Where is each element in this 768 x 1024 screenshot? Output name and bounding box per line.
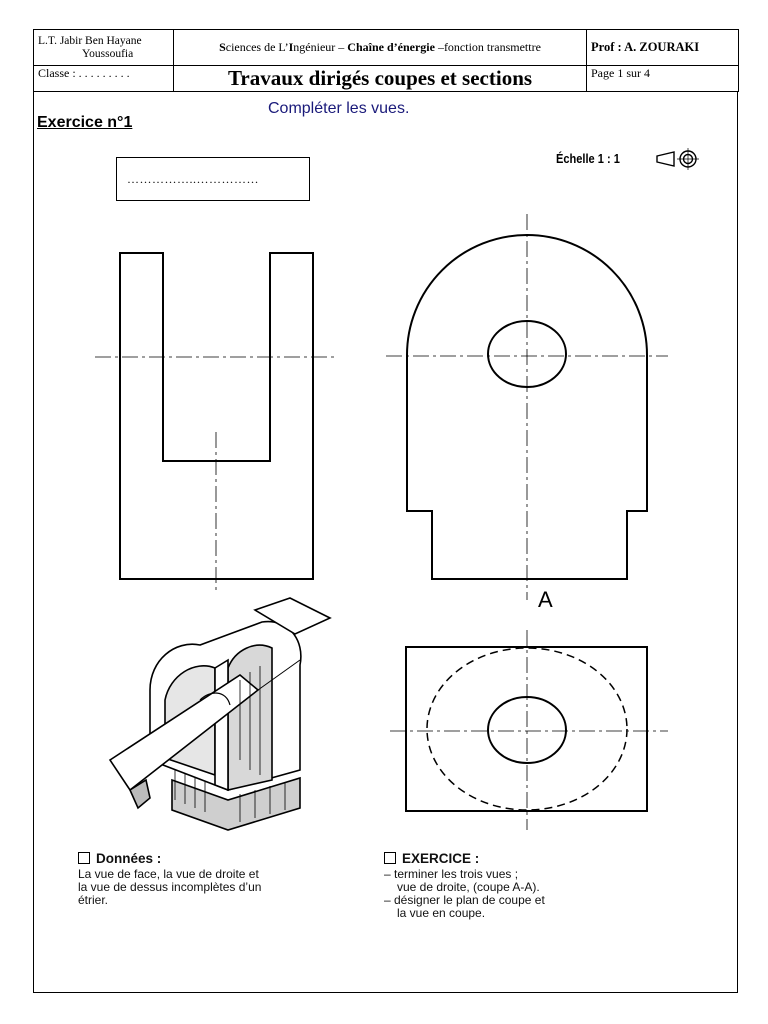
class-field: Classe : . . . . . . . . . [33,65,174,92]
checkbox-icon [78,852,90,864]
right-view [386,214,668,600]
name-field-dots: ……………..…………… [127,172,259,186]
school-line-1: L.T. Jabir Ben Hayane [38,34,142,47]
subject-initial-1: S [219,40,226,54]
checkbox-icon [384,852,396,864]
task-heading: EXERCICE : [384,852,634,865]
header-table: L.T. Jabir Ben Hayane Youssoufia Science… [33,29,739,92]
subject-part-3: –fonction transmettre [434,40,541,54]
school-line-2: Youssoufia [82,47,134,60]
top-view [390,630,668,830]
exercise-title: Exercice n°1 [37,114,133,131]
donnees-block: Données : La vue de face, la vue de droi… [78,852,338,907]
task-line: – désigner le plan de coupe et [384,893,545,907]
donnees-line: la vue de dessus incomplètes d’un [78,880,262,894]
scale-label: Échelle 1 : 1 [556,151,620,166]
donnees-heading: Données : [78,852,338,865]
isometric-sketch [108,597,332,831]
prof-name: Prof : A. ZOURAKI [586,29,739,66]
donnees-heading-text: Données : [96,851,162,866]
subject-chain: Chaîne d’énergie [347,40,435,54]
donnees-line: étrier. [78,893,109,907]
subject-initial-2: I [288,40,294,54]
task-line: vue de droite, (coupe A-A). [397,880,540,894]
donnees-line: La vue de face, la vue de droite et [78,867,259,881]
page-frame [33,91,738,993]
subject-cell: Sciences de L’Ingénieur – Chaîne d’énerg… [173,29,587,66]
exercise-instruction: Compléter les vues. [268,100,410,117]
school-name: L.T. Jabir Ben Hayane Youssoufia [33,29,174,66]
section-label: A [538,587,553,612]
subject-part-2: ngénieur – [293,40,348,54]
task-line: la vue en coupe. [397,906,486,920]
page-title: Travaux dirigés coupes et sections [173,65,587,92]
view-name-field[interactable]: ……………..…………… [116,157,310,201]
page-number: Page 1 sur 4 [586,65,739,92]
subject-part-1: ciences de L’ [225,40,289,54]
task-block: EXERCICE : – terminer les trois vues ; v… [384,852,634,920]
task-line: – terminer les trois vues ; [384,867,519,881]
front-view [95,252,338,590]
projection-symbol-icon [656,148,699,170]
task-heading-text: EXERCICE : [402,851,480,866]
